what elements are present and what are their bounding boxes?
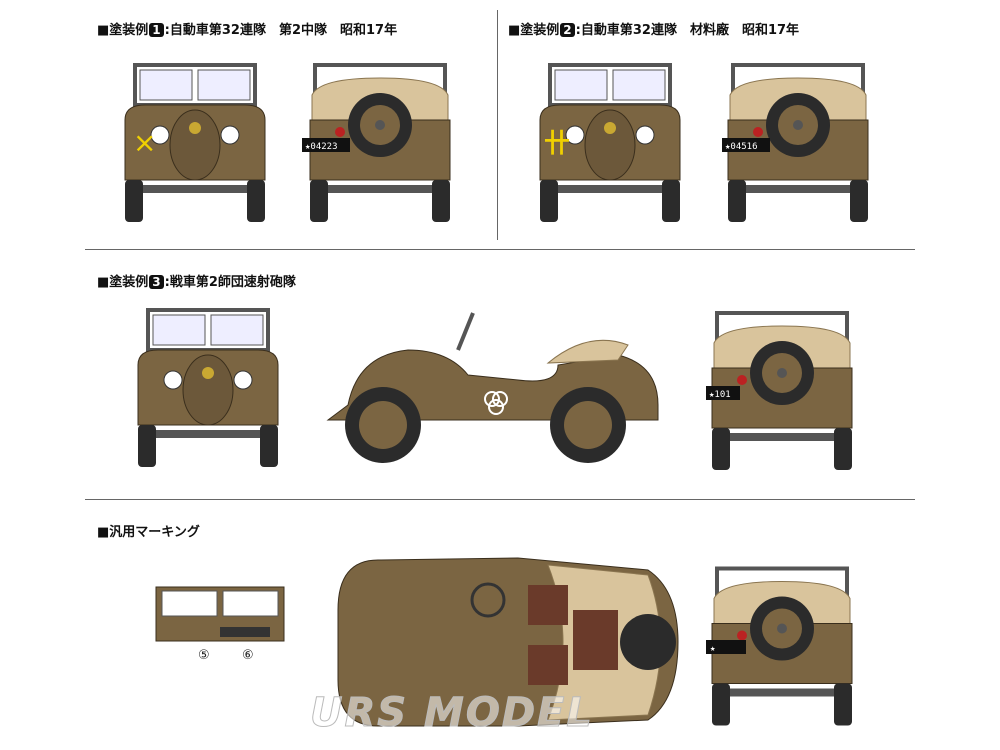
decal-5-label: ⑤ [198, 648, 210, 663]
divider-1 [85, 249, 915, 250]
generic-rear-view: ★ [706, 562, 862, 730]
svg-text:★: ★ [710, 644, 716, 654]
divider-2 [85, 499, 915, 500]
svg-text:★04223: ★04223 [305, 142, 338, 152]
scheme-1-rear-view: ★04223 [302, 60, 460, 225]
generic-markings-heading: ■汎用マーキング [97, 525, 200, 540]
scheme-2-rear-view: ★04516 [722, 60, 878, 225]
decal-6-label: ⑥ [242, 648, 254, 663]
svg-text:★101: ★101 [709, 390, 731, 400]
vertical-divider [497, 10, 498, 240]
scheme-3-rear-view: ★101 [706, 308, 862, 473]
windshield-view [155, 586, 285, 642]
svg-text:×: × [133, 126, 156, 159]
scheme-1-front-view: × [115, 60, 275, 225]
scheme-2-front-view: 卄 [530, 60, 690, 225]
watermark: URS MODEL [310, 690, 594, 737]
svg-text:★04516: ★04516 [725, 142, 758, 152]
svg-text:卄: 卄 [544, 129, 570, 159]
scheme-3-side-view [326, 312, 659, 463]
scheme-3-front-view [128, 305, 288, 470]
top-view [337, 557, 679, 727]
